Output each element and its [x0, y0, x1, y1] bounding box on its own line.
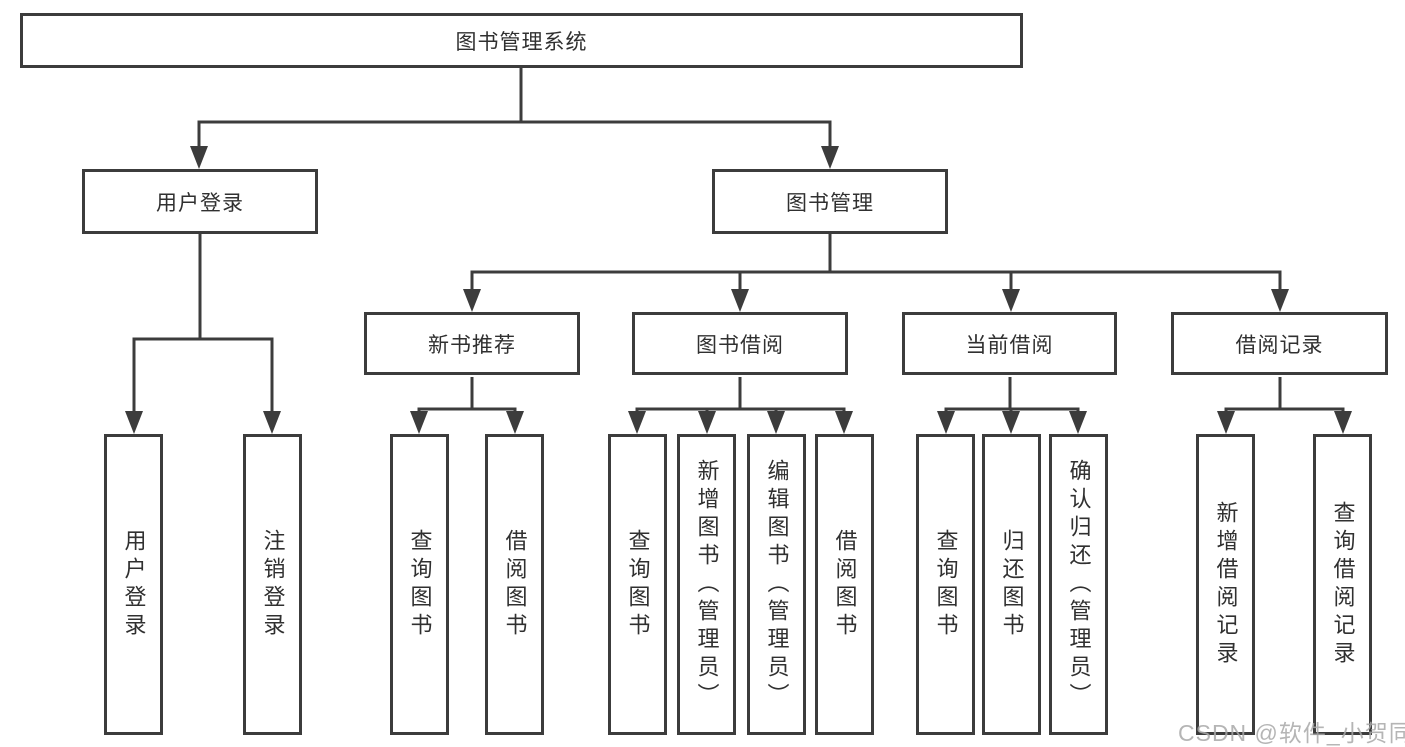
- leaf-borrow-books-recommend: 借阅图书: [485, 434, 544, 735]
- leaf-label: 新增图书（管理员）: [694, 458, 720, 711]
- arrow-down-icon: [767, 411, 785, 434]
- connector-newbooks-to-leaves: [410, 377, 524, 434]
- leaf-label: 注销登录: [260, 528, 286, 641]
- leaf-borrow-books: 借阅图书: [815, 434, 874, 735]
- node-label: 图书借阅: [696, 333, 784, 357]
- leaf-label: 查询图书: [407, 528, 433, 641]
- node-borrow-records: 借阅记录: [1171, 312, 1388, 375]
- leaf-label: 用户登录: [121, 528, 147, 641]
- connector-root-to-level2: [190, 68, 839, 169]
- arrow-down-icon: [835, 411, 853, 434]
- node-label: 用户登录: [156, 191, 244, 215]
- node-current-borrow: 当前借阅: [902, 312, 1117, 375]
- arrow-down-icon: [1271, 289, 1289, 312]
- leaf-query-books-current: 查询图书: [916, 434, 975, 735]
- connector-login-to-leaves: [125, 234, 281, 434]
- leaf-user-login: 用户登录: [104, 434, 163, 735]
- node-book-borrow: 图书借阅: [632, 312, 848, 375]
- leaf-label: 查询借阅记录: [1330, 500, 1356, 669]
- node-label: 借阅记录: [1235, 333, 1324, 357]
- arrow-down-icon: [263, 411, 281, 434]
- arrow-down-icon: [937, 411, 955, 434]
- leaf-label: 查询图书: [625, 528, 651, 641]
- leaf-label: 编辑图书（管理员）: [764, 458, 790, 711]
- arrow-down-icon: [410, 411, 428, 434]
- arrow-down-icon: [506, 411, 524, 434]
- leaf-confirm-return-admin: 确认归还（管理员）: [1049, 434, 1108, 735]
- node-new-book-recommend: 新书推荐: [364, 312, 580, 375]
- node-label: 图书管理系统: [455, 30, 588, 54]
- leaf-label: 查询图书: [933, 528, 959, 641]
- arrow-down-icon: [1217, 411, 1235, 434]
- connector-mgmt-to-level3: [463, 234, 1289, 312]
- node-user-login: 用户登录: [82, 169, 318, 234]
- leaf-add-books-admin: 新增图书（管理员）: [677, 434, 736, 735]
- connector-currentborrow-to-leaves: [937, 377, 1087, 434]
- leaf-edit-books-admin: 编辑图书（管理员）: [747, 434, 806, 735]
- watermark-text: CSDN @软件_小贺同学: [1178, 720, 1405, 746]
- leaf-label: 确认归还（管理员）: [1066, 458, 1092, 711]
- arrow-down-icon: [1002, 411, 1020, 434]
- arrow-down-icon: [190, 146, 208, 169]
- node-label: 新书推荐: [428, 333, 516, 357]
- arrow-down-icon: [1334, 411, 1352, 434]
- arrow-down-icon: [731, 289, 749, 312]
- arrow-down-icon: [698, 411, 716, 434]
- arrow-down-icon: [1002, 289, 1020, 312]
- arrow-down-icon: [125, 411, 143, 434]
- leaf-label: 新增借阅记录: [1213, 500, 1239, 669]
- arrow-down-icon: [821, 146, 839, 169]
- node-library-management-system: 图书管理系统: [20, 13, 1023, 68]
- leaf-query-borrow-record: 查询借阅记录: [1313, 434, 1372, 735]
- connector-bookborrow-to-leaves: [628, 377, 853, 434]
- arrow-down-icon: [463, 289, 481, 312]
- leaf-label: 借阅图书: [502, 528, 528, 641]
- leaf-add-borrow-record: 新增借阅记录: [1196, 434, 1255, 735]
- node-label: 当前借阅: [965, 333, 1054, 357]
- leaf-query-books-borrow: 查询图书: [608, 434, 667, 735]
- arrow-down-icon: [1069, 411, 1087, 434]
- leaf-label: 借阅图书: [832, 528, 858, 641]
- arrow-down-icon: [628, 411, 646, 434]
- leaf-label: 归还图书: [999, 528, 1025, 641]
- leaf-logout: 注销登录: [243, 434, 302, 735]
- node-label: 图书管理: [786, 191, 874, 215]
- node-book-management: 图书管理: [712, 169, 948, 234]
- leaf-return-books: 归还图书: [982, 434, 1041, 735]
- leaf-query-books-recommend: 查询图书: [390, 434, 449, 735]
- connector-records-to-leaves: [1217, 377, 1352, 434]
